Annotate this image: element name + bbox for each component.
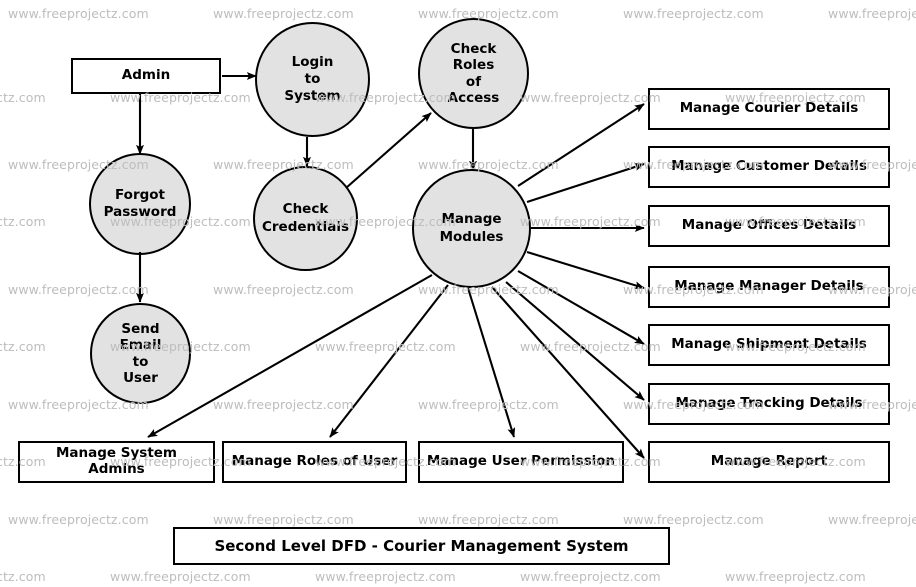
module-manage-user-permission-label: Manage User Permission [426, 453, 616, 470]
process-send-email-to-user[interactable]: Send Email to User [90, 303, 191, 404]
module-manage-shipment-details-label: Manage Shipment Details [671, 336, 867, 353]
module-manage-offices-details[interactable]: Manage Offices Details [648, 205, 890, 247]
external-entity-admin[interactable]: Admin [71, 58, 221, 94]
process-login-to-system[interactable]: Login to System [255, 22, 370, 137]
process-check-roles-of-access[interactable]: Check Roles of Access [418, 18, 529, 129]
process-manage-modules-label: Manage Modules [439, 211, 504, 245]
module-manage-roles-of-user[interactable]: Manage Roles of User [222, 441, 407, 483]
module-manage-roles-of-user-label: Manage Roles of User [231, 453, 398, 470]
module-manage-system-admins[interactable]: Manage System Admins [18, 441, 215, 483]
diagram-title-label: Second Level DFD - Courier Management Sy… [214, 537, 629, 555]
process-check-credentials-label: Check Credentials [261, 201, 349, 235]
module-manage-shipment-details[interactable]: Manage Shipment Details [648, 324, 890, 366]
process-login-to-system-label: Login to System [284, 53, 341, 105]
module-manage-customer-details-label: Manage Customer Details [671, 158, 867, 175]
module-manage-courier-details-label: Manage Courier Details [679, 100, 859, 117]
external-entity-admin-label: Admin [121, 67, 171, 84]
module-manage-report-label: Manage Report [710, 453, 828, 470]
module-manage-manager-details-label: Manage Manager Details [674, 278, 864, 295]
module-manage-user-permission[interactable]: Manage User Permission [418, 441, 624, 483]
module-manage-system-admins-label: Manage System Admins [55, 445, 178, 477]
process-forgot-password[interactable]: Forgot Password [89, 153, 191, 255]
module-manage-report[interactable]: Manage Report [648, 441, 890, 483]
module-manage-offices-details-label: Manage Offices Details [681, 217, 857, 234]
diagram-title-box: Second Level DFD - Courier Management Sy… [173, 527, 670, 565]
module-manage-tracking-details-label: Manage Tracking Details [675, 395, 863, 412]
process-check-roles-of-access-label: Check Roles of Access [447, 41, 500, 106]
process-manage-modules[interactable]: Manage Modules [412, 169, 531, 288]
process-send-email-to-user-label: Send Email to User [119, 320, 162, 386]
process-check-credentials[interactable]: Check Credentials [253, 166, 358, 271]
module-manage-tracking-details[interactable]: Manage Tracking Details [648, 383, 890, 425]
module-manage-manager-details[interactable]: Manage Manager Details [648, 266, 890, 308]
process-forgot-password-label: Forgot Password [103, 186, 177, 220]
module-manage-courier-details[interactable]: Manage Courier Details [648, 88, 890, 130]
module-manage-customer-details[interactable]: Manage Customer Details [648, 146, 890, 188]
